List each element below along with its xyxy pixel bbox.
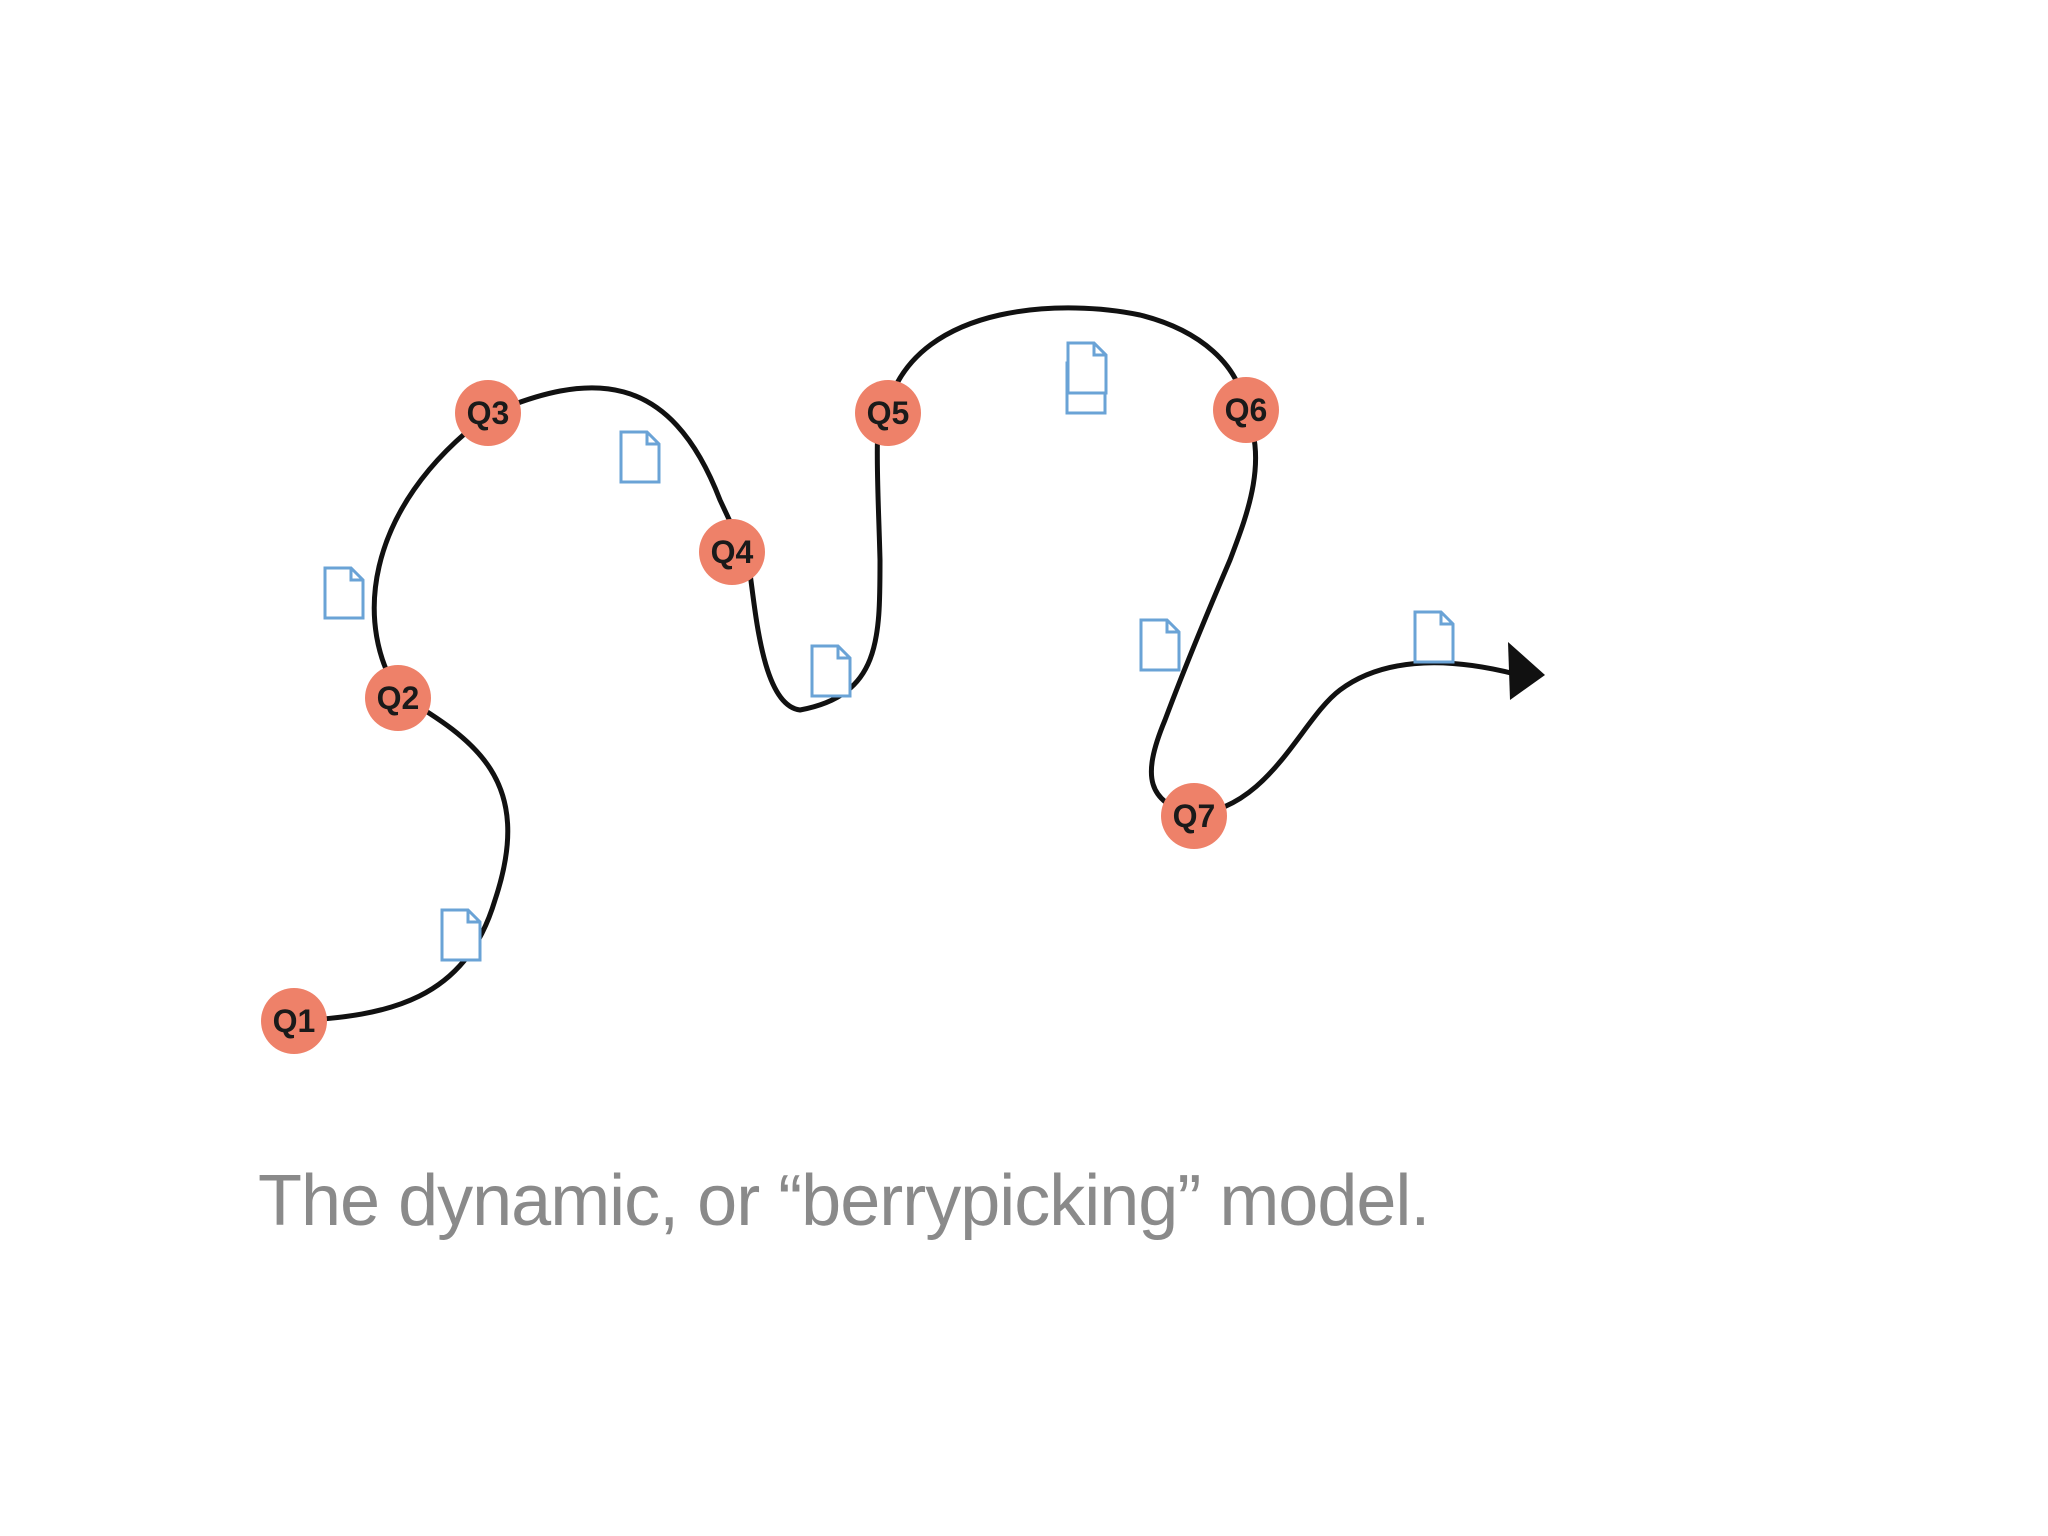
query-node-circle	[365, 665, 431, 731]
document-icon	[1413, 610, 1455, 664]
query-node-label: Q5	[867, 395, 910, 431]
query-node-q4: Q4	[699, 519, 765, 585]
query-node-circle	[855, 380, 921, 446]
query-node-label: Q4	[711, 534, 754, 570]
query-node-circle	[455, 380, 521, 446]
document-icon	[1139, 618, 1181, 672]
query-node-q7: Q7	[1161, 783, 1227, 849]
query-node-q5: Q5	[855, 380, 921, 446]
document-icon	[1066, 341, 1108, 395]
arrowhead-icon	[1508, 642, 1545, 700]
query-node-q2: Q2	[365, 665, 431, 731]
document-icon	[323, 566, 365, 620]
document-icon	[810, 644, 852, 698]
query-node-label: Q7	[1173, 798, 1216, 834]
query-node-label: Q6	[1225, 392, 1268, 428]
document-icon	[440, 908, 482, 962]
query-node-circle	[261, 988, 327, 1054]
query-node-label: Q2	[377, 680, 420, 716]
query-node-label: Q1	[273, 1003, 316, 1039]
query-node-circle	[1161, 783, 1227, 849]
query-node-q1: Q1	[261, 988, 327, 1054]
query-node-circle	[699, 519, 765, 585]
query-node-q6: Q6	[1213, 377, 1279, 443]
diagram-caption: The dynamic, or “berrypicking” model.	[258, 1161, 1430, 1241]
query-node-q3: Q3	[455, 380, 521, 446]
query-node-circle	[1213, 377, 1279, 443]
query-node-label: Q3	[467, 395, 510, 431]
document-icon	[619, 430, 661, 484]
